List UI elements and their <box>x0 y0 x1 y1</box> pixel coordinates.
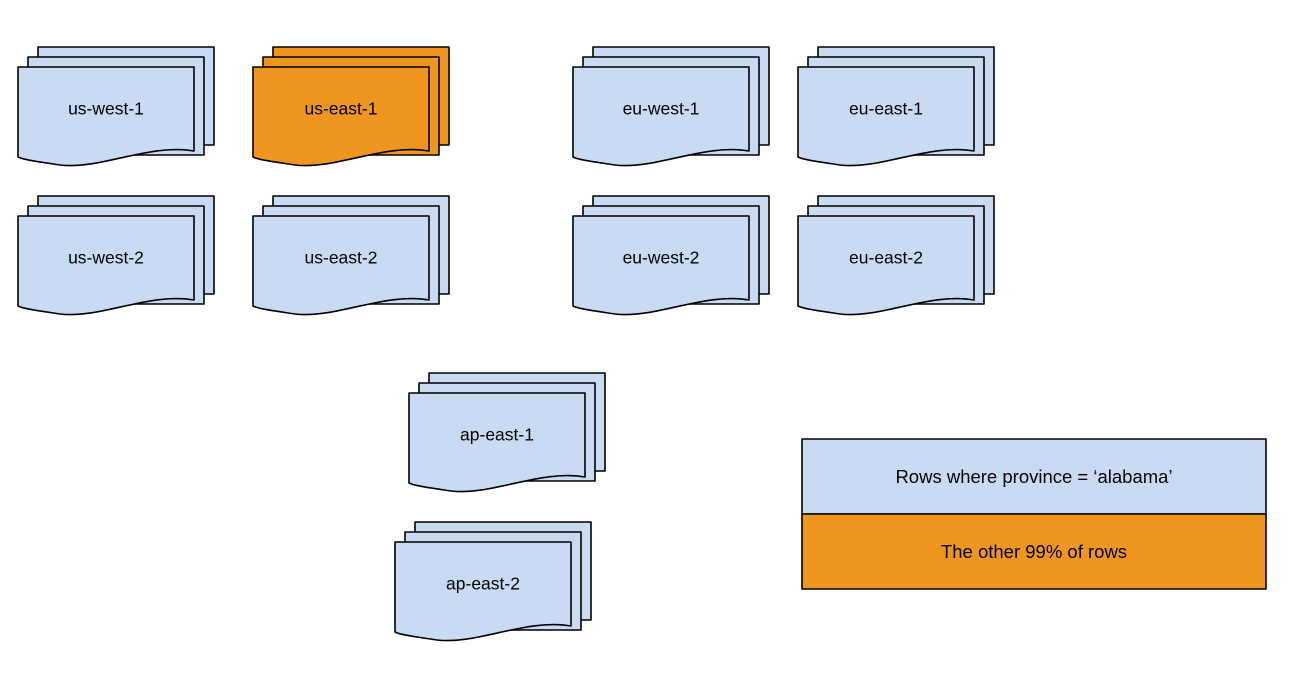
doc-stack-label: us-west-1 <box>68 99 144 119</box>
legend: Rows where province = ‘alabama’ The othe… <box>801 438 1267 590</box>
doc-sheet-front <box>572 66 750 167</box>
doc-sheet-front <box>408 392 586 493</box>
doc-stack-label: ap-east-1 <box>460 425 534 445</box>
doc-sheet-front <box>797 215 975 316</box>
doc-sheet-front <box>394 541 572 642</box>
legend-label-orange: The other 99% of rows <box>941 541 1127 562</box>
doc-stack-eu-west-2[interactable]: eu-west-2 <box>572 195 770 316</box>
legend-label-blue: Rows where province = ‘alabama’ <box>895 466 1172 487</box>
doc-stack-us-east-1[interactable]: us-east-1 <box>252 46 450 167</box>
doc-stack-ap-east-1[interactable]: ap-east-1 <box>408 372 606 493</box>
doc-stack-us-west-2[interactable]: us-west-2 <box>17 195 215 316</box>
doc-sheet-front <box>17 66 195 167</box>
doc-stack-eu-west-1[interactable]: eu-west-1 <box>572 46 770 167</box>
doc-stack-ap-east-2[interactable]: ap-east-2 <box>394 521 592 642</box>
doc-stack-label: eu-east-1 <box>849 99 923 119</box>
doc-stack-label: us-east-2 <box>305 248 378 268</box>
doc-stack-label: eu-east-2 <box>849 248 923 268</box>
doc-stack-label: us-west-2 <box>68 248 144 268</box>
doc-stack-label: ap-east-2 <box>446 574 520 594</box>
doc-sheet-front <box>252 66 430 167</box>
legend-swatch-orange <box>801 513 1267 590</box>
doc-stack-label: eu-west-2 <box>623 248 700 268</box>
doc-stack-us-east-2[interactable]: us-east-2 <box>252 195 450 316</box>
doc-sheet-front <box>797 66 975 167</box>
doc-sheet-front <box>252 215 430 316</box>
doc-stack-label: us-east-1 <box>305 99 378 119</box>
doc-stack-eu-east-1[interactable]: eu-east-1 <box>797 46 995 167</box>
doc-stack-eu-east-2[interactable]: eu-east-2 <box>797 195 995 316</box>
doc-sheet-front <box>17 215 195 316</box>
doc-stack-us-west-1[interactable]: us-west-1 <box>17 46 215 167</box>
doc-sheet-front <box>572 215 750 316</box>
doc-stack-label: eu-west-1 <box>623 99 700 119</box>
